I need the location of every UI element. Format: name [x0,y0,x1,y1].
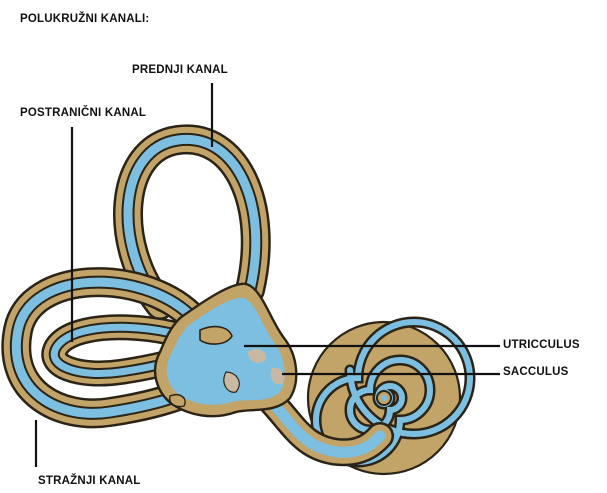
label-posterior-canal: STRAŽNJI KANAL [38,475,140,487]
label-utricle: UTRICCULUS [503,339,580,351]
diagram-title: POLUKRUŽNI KANALI: [20,13,149,25]
label-anterior-canal: PREDNJI KANAL [132,64,228,76]
label-lateral-canal: POSTRANIČNI KANAL [20,107,146,119]
label-saccule: SACCULUS [503,366,569,378]
